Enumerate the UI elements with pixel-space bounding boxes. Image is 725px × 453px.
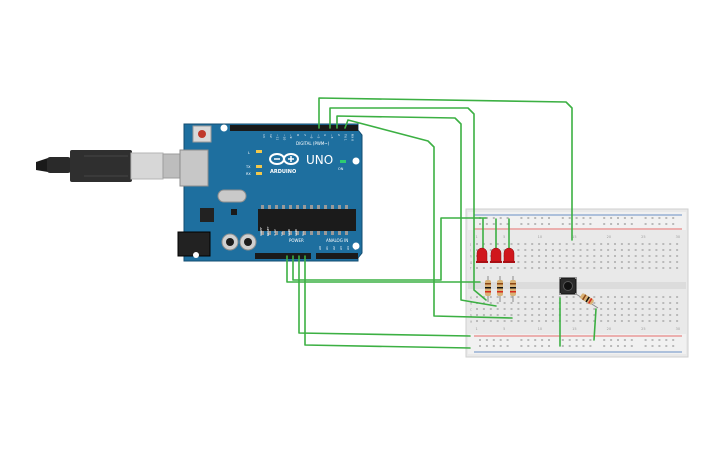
row-letter: i [470, 249, 471, 253]
label-tx: TX [245, 165, 251, 169]
led [476, 247, 488, 263]
power-pin-label: GND [287, 228, 291, 236]
digital-header[interactable] [230, 125, 358, 131]
digital-pin-label: ~6 [310, 134, 314, 139]
row-letter: d [470, 302, 472, 306]
column-number-top: 1 [476, 235, 478, 239]
wire-gnd-to-top-rail [292, 217, 487, 281]
column-number-bottom: 25 [641, 327, 645, 331]
atmega-chip [258, 209, 356, 231]
label-l: L [248, 151, 250, 155]
power-header[interactable] [255, 253, 311, 259]
digital-header-label: DIGITAL (PWM~) [296, 141, 330, 146]
usb-cable [36, 150, 190, 182]
digital-pin-label: TX 1 [344, 133, 348, 141]
analog-header-label: ANALOG IN [326, 238, 348, 243]
row-letter: j [469, 243, 471, 247]
leds [476, 247, 515, 263]
led [490, 247, 502, 263]
digital-pin-label: 2 [337, 134, 341, 136]
power-pin-label: 3.3V [273, 228, 277, 236]
analog-pin-label: A5 [353, 246, 357, 250]
breadboard-holes[interactable] [476, 217, 679, 347]
analog-pin-label: A3 [339, 246, 343, 250]
column-number-top: 25 [641, 235, 645, 239]
column-number-bottom: 20 [607, 327, 611, 331]
analog-pin-label: A1 [325, 246, 329, 250]
row-letter: g [470, 261, 472, 265]
wire-pin-to-led-2 [336, 115, 497, 307]
arduino-uno-board: UNO ARDUINO DIGITAL (PWM~) POWER ANALOG … [177, 123, 363, 262]
row-letter: e [470, 296, 472, 300]
wires [286, 97, 597, 349]
power-pin-label: 5V [280, 231, 284, 236]
row-letter: a [470, 320, 472, 324]
column-number-bottom: 15 [572, 327, 576, 331]
wire-5v-to-bottom-rail [304, 255, 471, 349]
row-letter: c [470, 308, 472, 312]
digital-pin-label: 7 [303, 134, 307, 136]
label-rx: RX [246, 172, 251, 176]
column-number-top: 15 [572, 235, 576, 239]
row-letter: b [470, 314, 473, 318]
column-number-bottom: 10 [538, 327, 542, 331]
board-model: UNO [306, 153, 333, 167]
label-on: ON [338, 167, 344, 171]
wire-5v-to-rail [286, 255, 481, 283]
resistor [575, 293, 599, 309]
column-number-bottom: 30 [676, 327, 680, 331]
digital-pin-label: 12 [269, 134, 273, 138]
analog-pin-label: A0 [318, 246, 322, 250]
digital-pin-label: RX 0 [350, 134, 354, 141]
wire-pin-to-pushbutton [318, 97, 573, 241]
digital-pin-label: ~3 [330, 134, 334, 139]
board-brand: ARDUINO [270, 169, 296, 175]
resistors [485, 276, 599, 309]
digital-pin-label: ~5 [316, 134, 320, 139]
wire-resistor-to-rail [593, 308, 597, 341]
resistor [485, 276, 491, 302]
power-pin-label: IOREF [259, 227, 263, 236]
digital-pin-label: 4 [323, 134, 327, 136]
arduino-logo [269, 153, 299, 165]
resistor [510, 276, 516, 302]
wire-pin-to-led-3 [344, 119, 513, 319]
column-number-top: 20 [607, 235, 611, 239]
analog-pin-label: A2 [332, 246, 336, 250]
column-number-top: 10 [538, 235, 542, 239]
power-header-label: POWER [289, 238, 304, 243]
column-number-top: 5 [503, 235, 505, 239]
row-letter: f [470, 267, 472, 271]
pushbutton[interactable] [559, 277, 577, 295]
column-number-bottom: 5 [503, 327, 505, 331]
led [503, 247, 515, 263]
digital-pin-label: 8 [296, 134, 300, 136]
digital-pin-label: ~9 [289, 134, 293, 139]
power-pin-label: GND [294, 228, 298, 236]
digital-pin-label: ~10 [282, 134, 286, 140]
resistor [497, 276, 503, 302]
power-pin-label: RESET [266, 226, 270, 236]
power-pin-label: Vin [301, 231, 305, 236]
wire-pin-to-led-1 [329, 107, 487, 301]
digital-pin-label: ~11 [276, 134, 280, 140]
analog-pin-label: A4 [346, 246, 350, 250]
row-letter: h [470, 255, 472, 259]
column-number-top: 30 [676, 235, 680, 239]
wire-gnd-to-bottom-rail [298, 255, 471, 337]
analog-header[interactable] [316, 253, 358, 259]
digital-pin-label: 13 [262, 134, 266, 138]
column-number-bottom: 1 [476, 327, 478, 331]
